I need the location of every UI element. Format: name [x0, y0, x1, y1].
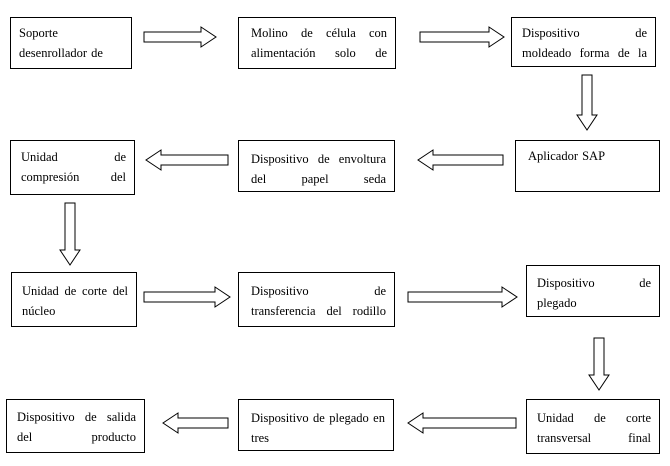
flow-arrow-4	[417, 149, 504, 171]
node-label: Dispositivo de moldeado forma de la	[522, 26, 647, 60]
flow-arrow-3	[576, 74, 598, 131]
node-aplicador-sap: Aplicador SAP	[515, 140, 660, 192]
node-label: Dispositivo de envoltura del papel seda	[251, 152, 386, 186]
flow-arrow-10	[407, 412, 517, 434]
node-dispositivo-plegado: Dispositivo de plegado	[526, 265, 660, 317]
node-soporte-desenrollador: Soporte desenrollador de	[10, 17, 132, 69]
flow-arrow-11	[162, 412, 229, 434]
flow-arrow-8	[407, 286, 518, 308]
node-label: Molino de célula con alimentación solo d…	[251, 26, 387, 60]
node-unidad-corte-nucleo: Unidad de corte del núcleo	[11, 272, 137, 327]
node-label: Unidad de corte del núcleo	[22, 284, 128, 318]
node-unidad-corte-transversal: Unidad de corte transversal final	[526, 399, 660, 454]
node-unidad-compresion: Unidad de compresión del	[10, 140, 135, 195]
node-label: Unidad de corte transversal final	[537, 411, 651, 445]
flow-arrow-7	[143, 286, 231, 308]
flow-arrow-2	[419, 26, 505, 48]
node-label: Soporte desenrollador de	[19, 26, 103, 60]
node-molino-celula: Molino de célula con alimentación solo d…	[238, 17, 396, 69]
flow-arrow-5	[145, 149, 229, 171]
node-label: Unidad de compresión del	[21, 150, 126, 184]
node-label: Dispositivo de plegado	[537, 276, 651, 310]
node-dispositivo-transferencia: Dispositivo de transferencia del rodillo	[238, 272, 395, 327]
node-label: Dispositivo de plegado en tres	[251, 411, 385, 445]
flow-arrow-9	[588, 337, 610, 391]
node-label: Dispositivo de transferencia del rodillo	[251, 284, 386, 318]
node-dispositivo-salida: Dispositivo de salida del producto	[6, 399, 145, 453]
node-label: Dispositivo de salida del producto	[17, 410, 136, 444]
flow-arrow-6	[59, 202, 81, 266]
node-label: Aplicador SAP	[528, 149, 606, 163]
flow-arrow-1	[143, 26, 217, 48]
node-dispositivo-envoltura: Dispositivo de envoltura del papel seda	[238, 140, 395, 192]
node-dispositivo-plegado-tres: Dispositivo de plegado en tres	[238, 399, 394, 451]
node-dispositivo-moldeado: Dispositivo de moldeado forma de la	[511, 17, 656, 67]
